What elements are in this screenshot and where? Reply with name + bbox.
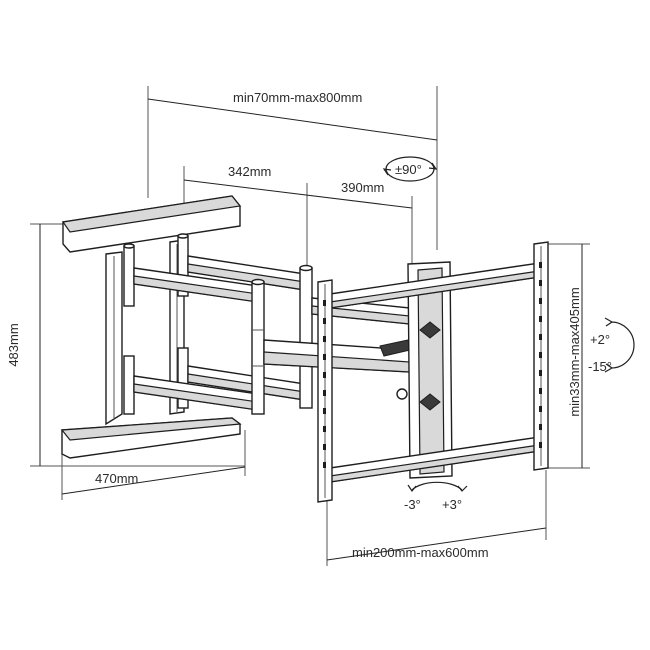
elbow-hinges [251, 264, 313, 415]
height-dimension: 483mm [6, 223, 245, 467]
vesa-horizontal-dimension: min200mm-max600mm [326, 470, 547, 566]
rotate-left-label: -3° [404, 497, 421, 512]
swivel-indicator: ±90° [382, 156, 438, 182]
rotate-right-label: +3° [442, 497, 462, 512]
vesa-horizontal-label: min200mm-max600mm [352, 545, 489, 560]
upper-arm-1 [133, 255, 306, 303]
vesa-right-bracket [533, 241, 549, 471]
tilt-indicator: +2° -15° [588, 317, 635, 374]
height-label: 483mm [6, 323, 21, 366]
wall-plate [60, 195, 242, 459]
arm-2-label: 390mm [341, 180, 384, 195]
lower-arm-1 [133, 365, 306, 411]
tilt-head [396, 261, 453, 479]
tilt-up-label: +2° [590, 332, 610, 347]
depth-dimension: min70mm-max800mm [147, 86, 438, 250]
tilt-down-label: -15° [588, 359, 612, 374]
arm-1-label: 342mm [228, 164, 271, 179]
swivel-label: ±90° [395, 162, 422, 177]
base-width-label: 470mm [95, 471, 138, 486]
vesa-vertical-dimension: min33mm-max405mm [548, 243, 590, 469]
vesa-left-bracket [317, 279, 333, 503]
rotate-indicator: -3° +3° [404, 481, 468, 512]
vesa-vertical-label: min33mm-max405mm [567, 287, 582, 416]
base-width-dimension: 470mm [61, 430, 246, 500]
arm-2 [263, 297, 411, 373]
depth-range-label: min70mm-max800mm [233, 90, 362, 105]
